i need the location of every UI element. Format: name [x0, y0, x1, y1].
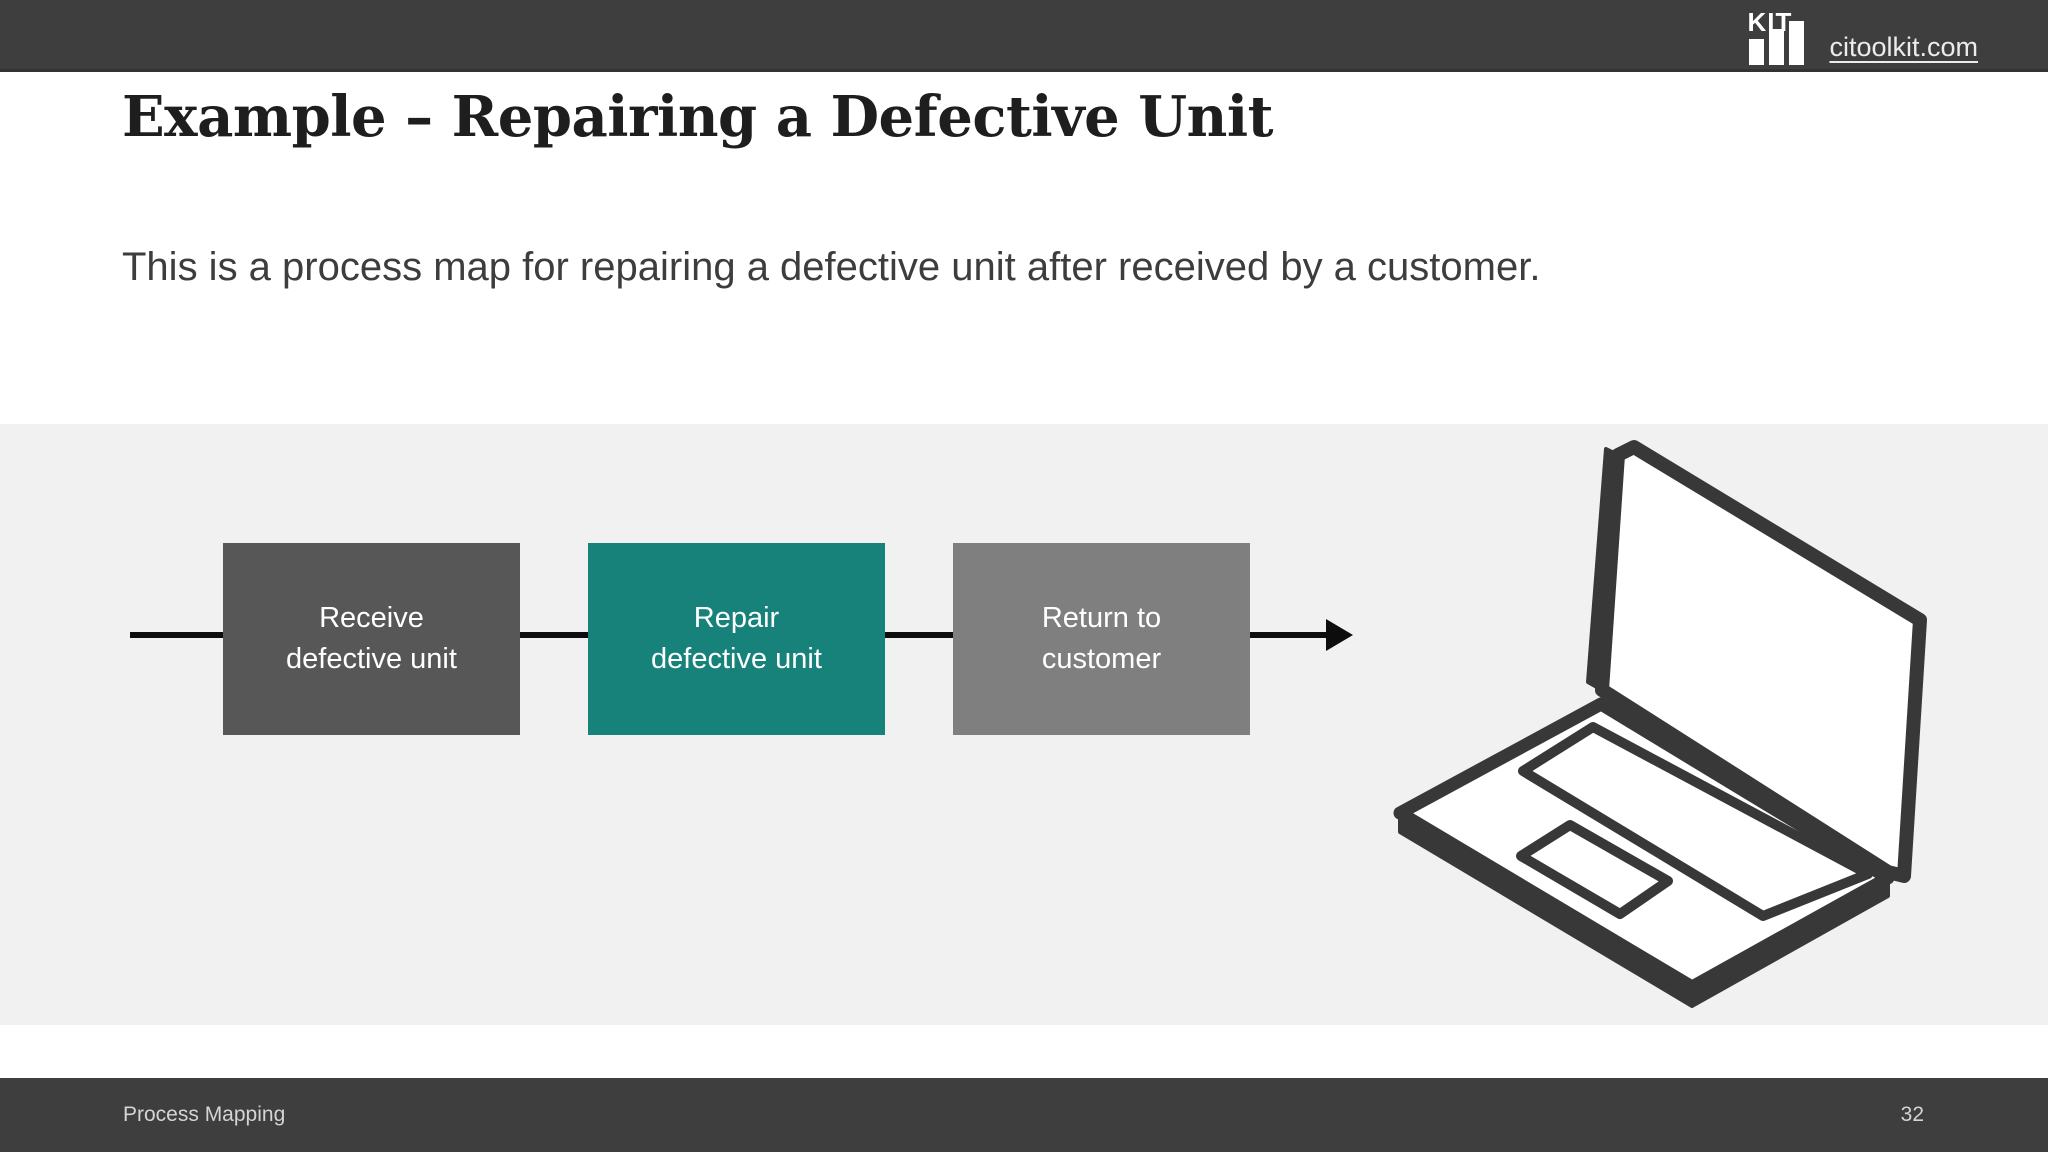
flow-arrowhead-icon: [1326, 619, 1353, 651]
footer-bar: Process Mapping 32: [0, 1078, 2048, 1152]
page-title: Example – Repairing a Defective Unit: [122, 84, 1273, 150]
bar-chart-icon: [1769, 29, 1785, 65]
laptop-illustration: [1380, 428, 1980, 1028]
process-step-2: Repair defective unit: [588, 543, 885, 735]
laptop-trackpad: [1516, 820, 1673, 919]
laptop-icon: [1393, 440, 1927, 1008]
process-step-label: Repair defective unit: [651, 602, 822, 675]
process-step-label: Return to customer: [1041, 602, 1162, 675]
process-step-3: Return to customer: [953, 543, 1250, 735]
bar-chart-icon: [1749, 39, 1765, 65]
header-bar: KIT citoolkit.com: [0, 0, 2048, 72]
process-step-label: Receive defective unit: [286, 602, 457, 675]
citoolkit-link[interactable]: citoolkit.com: [1829, 32, 1978, 62]
laptop-screen: [1595, 440, 1927, 883]
bar-chart-icon: [1789, 21, 1805, 65]
footer-section-title: Process Mapping: [123, 1103, 286, 1126]
slide-intro-text: This is a process map for repairing a de…: [122, 245, 1541, 289]
page-number: 32: [1900, 1103, 1924, 1126]
kit-logo: KIT: [1747, 5, 1811, 65]
laptop-keyboard: [1518, 722, 1873, 921]
process-step-1: Receive defective unit: [223, 543, 520, 735]
